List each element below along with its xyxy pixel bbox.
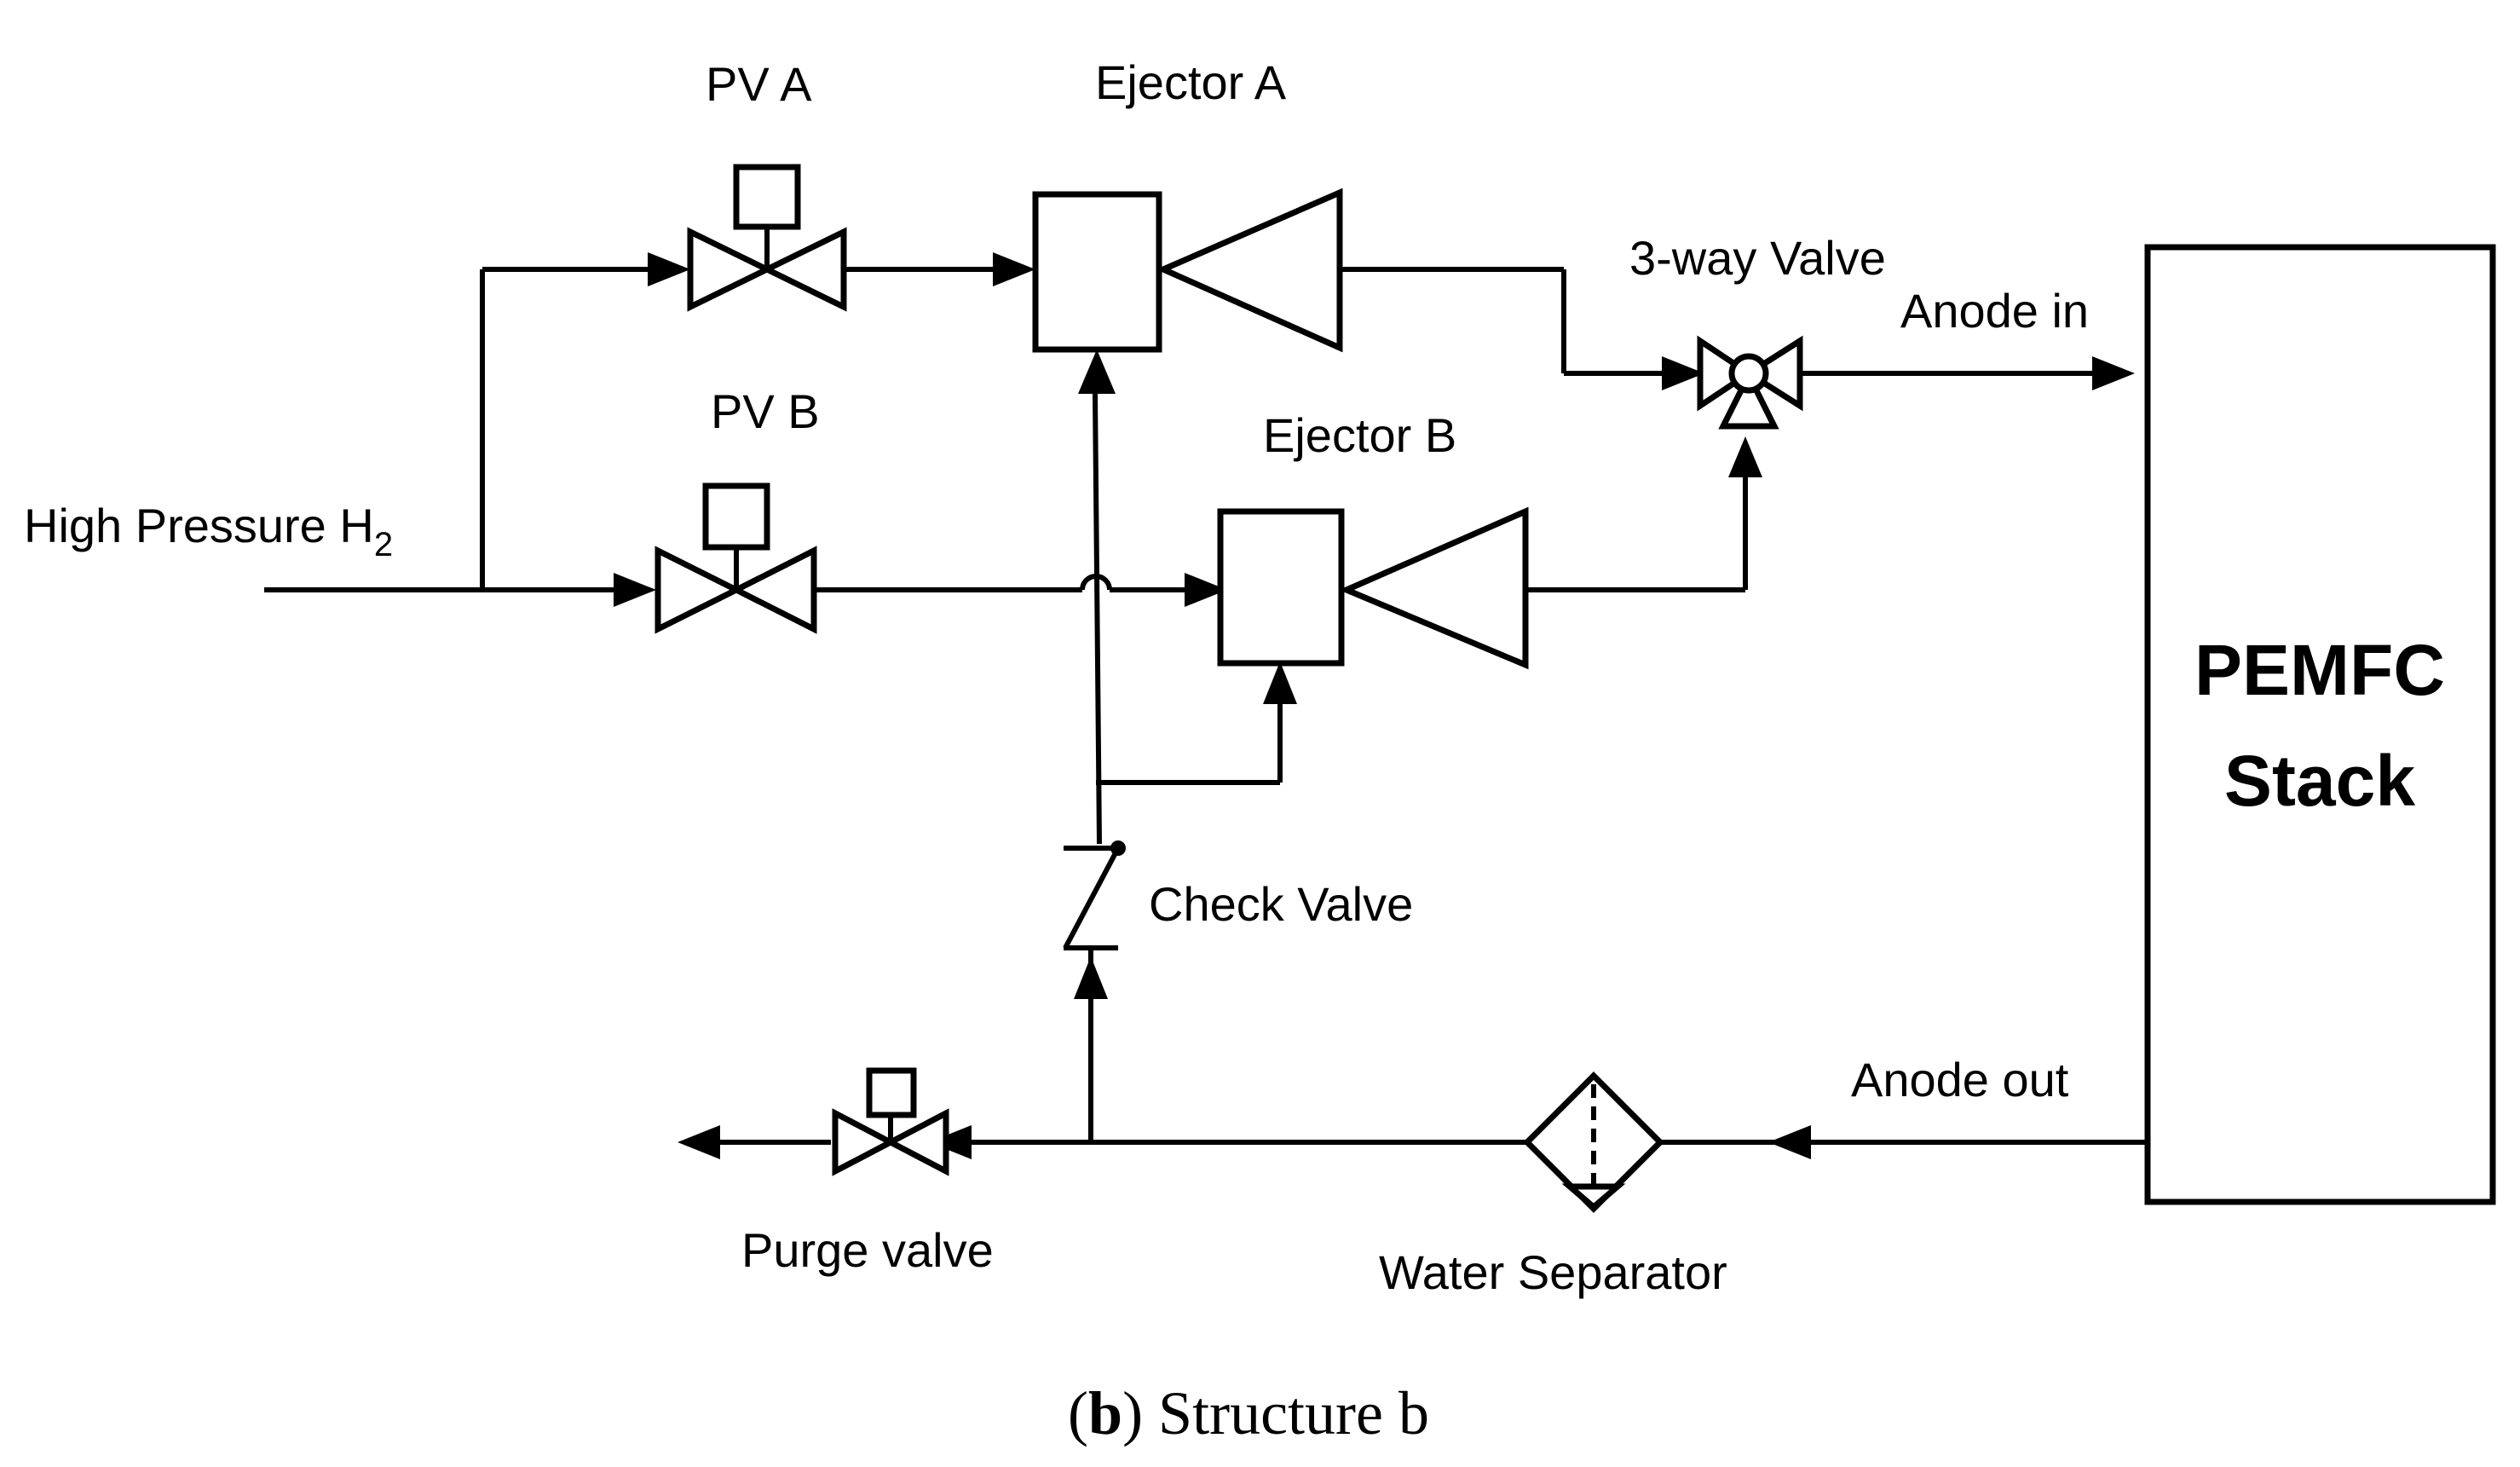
purge-valve xyxy=(832,1067,949,1176)
ejector-a xyxy=(1032,188,1343,353)
arrow-head xyxy=(993,252,1035,286)
label-three-way-valve: 3-way Valve xyxy=(1629,231,1886,285)
figure-caption: (b) Structure b xyxy=(1068,1379,1429,1447)
check-valve xyxy=(1063,840,1126,950)
water-separator xyxy=(1523,1071,1664,1213)
arrow-head xyxy=(614,573,656,607)
label-check-valve: Check Valve xyxy=(1149,877,1413,931)
pv-b-valve xyxy=(655,482,817,634)
arrow-head xyxy=(1185,573,1227,607)
label-purge-valve: Purge valve xyxy=(741,1223,994,1277)
pv-a-valve xyxy=(687,164,847,312)
arrow-head xyxy=(2092,356,2135,390)
label-water-separator: Water Separator xyxy=(1379,1245,1727,1299)
pemfc-stack xyxy=(2144,244,2496,1205)
arrow-head xyxy=(1078,349,1116,394)
label-anode-out: Anode out xyxy=(1851,1053,2069,1106)
label-stack-line2: Stack xyxy=(2224,741,2415,821)
label-ejector-a: Ejector A xyxy=(1095,55,1287,109)
label-anode-in: Anode in xyxy=(1900,284,2089,338)
label-stack-line1: PEMFC xyxy=(2194,630,2445,710)
label-ejector-b: Ejector B xyxy=(1263,408,1456,462)
label-pv-b: PV B xyxy=(711,384,820,438)
label-high-pressure: High Pressure H2 xyxy=(24,499,393,563)
arrow-head xyxy=(929,1125,972,1159)
arrow-head xyxy=(1263,661,1297,704)
arrow-head xyxy=(648,252,690,286)
ejector-b xyxy=(1217,506,1529,670)
pipe-lines xyxy=(264,267,2148,1145)
arrow-head xyxy=(678,1125,720,1159)
arrow-head xyxy=(1074,956,1108,999)
flow-arrows xyxy=(614,252,2135,1159)
label-pv-a: PV A xyxy=(706,57,812,111)
arrow-head xyxy=(1662,356,1704,390)
three-way-valve xyxy=(1697,335,1803,430)
arrow-head xyxy=(1728,436,1762,477)
arrow-head xyxy=(1768,1125,1811,1159)
